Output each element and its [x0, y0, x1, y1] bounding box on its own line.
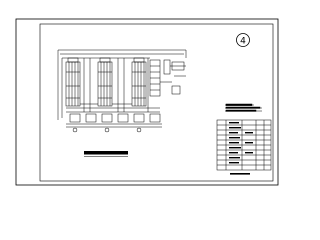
sheet-outer-frame [15, 18, 279, 186]
cad-drawing-sheet: 4 [15, 18, 279, 186]
title-block [216, 103, 272, 175]
pump-row [66, 113, 162, 133]
vessel-2 [97, 57, 113, 107]
title-block-entries [229, 122, 253, 164]
drawing-title [84, 151, 128, 157]
sheet-inner-frame [39, 23, 274, 182]
vessel-1 [65, 57, 81, 107]
vessel-3 [131, 57, 147, 107]
process-piping [61, 57, 160, 118]
side-equipment [149, 59, 186, 97]
sheet-number-text: 4 [240, 37, 246, 47]
title-block-notes [225, 103, 262, 112]
process-schematic [57, 49, 187, 133]
sheet-number-badge: 4 [236, 33, 250, 47]
